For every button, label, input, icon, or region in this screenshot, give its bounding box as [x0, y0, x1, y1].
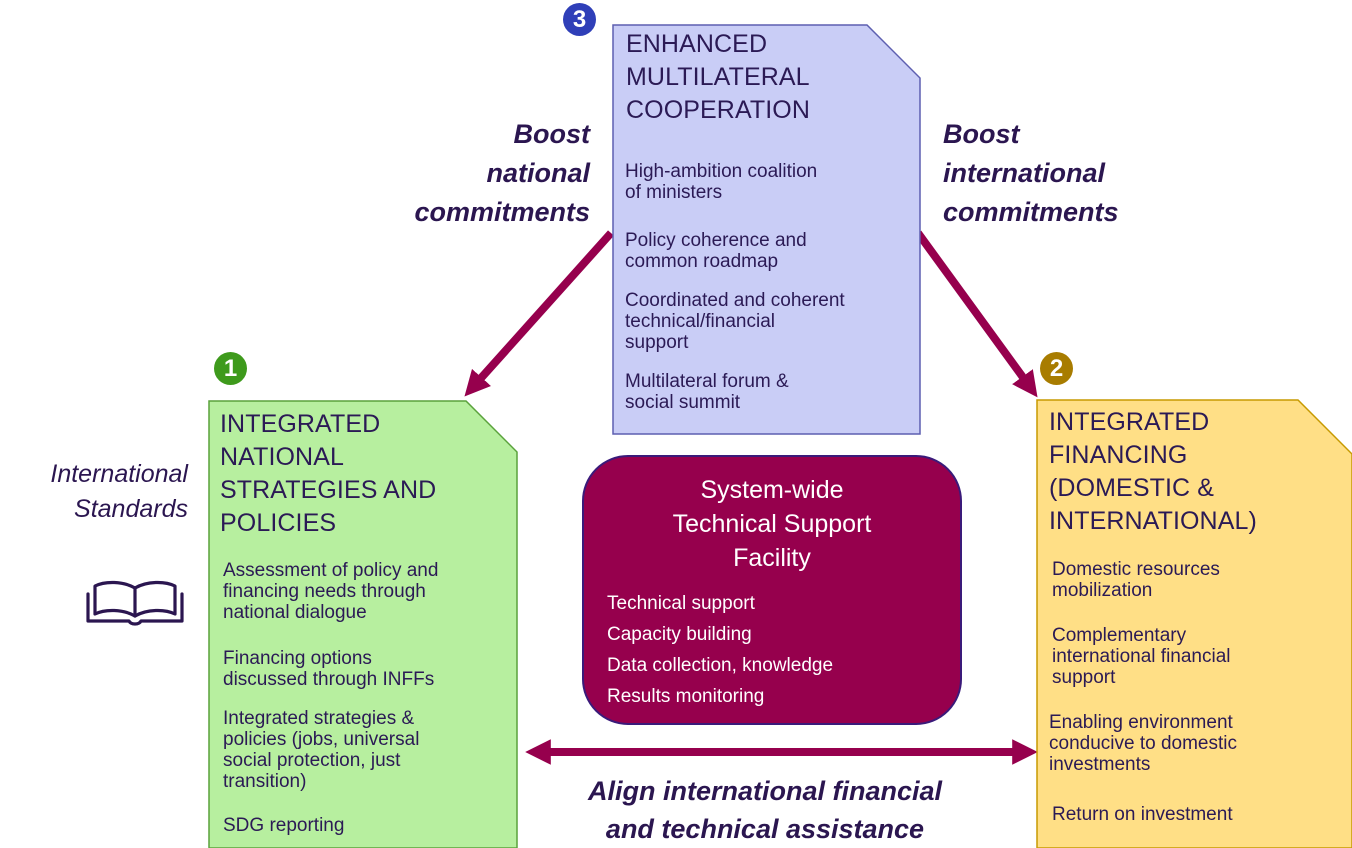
boost-international-label: Boost international commitments: [943, 119, 1119, 227]
badge-3: 3: [563, 3, 596, 36]
panel-national-strategies: INTEGRATED NATIONAL STRATEGIES AND POLIC…: [208, 400, 518, 848]
boost-national-label: Boost national commitments: [414, 119, 590, 227]
international-standards-label: International Standards: [50, 460, 188, 523]
list-item: Enabling environment conducive to domest…: [1049, 712, 1237, 775]
facility-item: Technical support: [607, 593, 755, 614]
list-item: Assessment of policy and financing needs…: [223, 560, 439, 623]
list-item: Return on investment: [1052, 804, 1233, 825]
list-item: Policy coherence and common roadmap: [625, 230, 807, 272]
facility-title: System-wide Technical Support Facility: [672, 476, 872, 572]
list-item: Domestic resources mobilization: [1052, 559, 1220, 601]
panel-national-strategies-content: INTEGRATED NATIONAL STRATEGIES AND POLIC…: [208, 400, 518, 848]
list-item: Financing options discussed through INFF…: [223, 648, 435, 690]
panel-multilateral-cooperation: ENHANCED MULTILATERAL COOPERATION High-a…: [612, 24, 921, 435]
badge-1: 1: [214, 352, 247, 385]
list-item: High-ambition coalition of ministers: [625, 161, 818, 203]
panel-title: INTEGRATED FINANCING (DOMESTIC & INTERNA…: [1049, 408, 1257, 535]
facility-item: Capacity building: [607, 624, 752, 645]
facility-item: Results monitoring: [607, 686, 765, 707]
list-item: Complementary international financial su…: [1052, 625, 1231, 688]
arrow-to-national: [464, 230, 614, 397]
facility-item: Data collection, knowledge: [607, 655, 834, 676]
panel-title: ENHANCED MULTILATERAL COOPERATION: [626, 30, 810, 124]
badge-2: 2: [1040, 352, 1073, 385]
technical-support-facility: System-wide Technical Support Facility T…: [582, 455, 962, 725]
arrow-to-financing: [914, 230, 1038, 398]
book-icon: [86, 580, 184, 626]
list-item: Multilateral forum & social summit: [625, 371, 789, 413]
list-item: Coordinated and coherent technical/finan…: [625, 290, 845, 353]
panel-title: INTEGRATED NATIONAL STRATEGIES AND POLIC…: [220, 410, 437, 537]
panel-integrated-financing: INTEGRATED FINANCING (DOMESTIC & INTERNA…: [1036, 399, 1352, 848]
align-label: Align international financial and techni…: [587, 776, 943, 844]
list-item: SDG reporting: [223, 815, 345, 836]
panel-multilateral-cooperation-content: ENHANCED MULTILATERAL COOPERATION High-a…: [612, 24, 921, 435]
list-item: Integrated strategies & policies (jobs, …: [223, 708, 420, 792]
panel-integrated-financing-content: INTEGRATED FINANCING (DOMESTIC & INTERNA…: [1036, 399, 1352, 848]
